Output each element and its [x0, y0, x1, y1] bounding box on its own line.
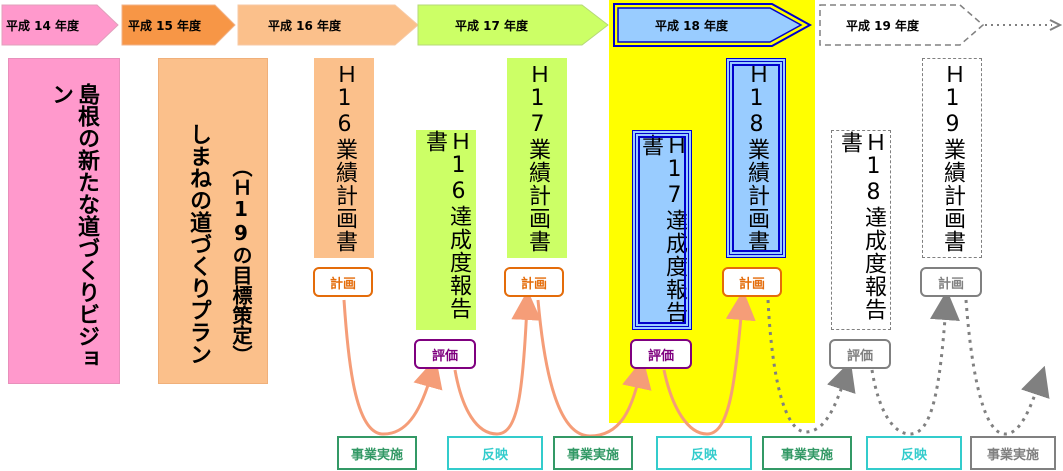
h17-plan-doc: Ｈ17業績計画書 [507, 58, 567, 258]
action-implement-2: 事業実施 [553, 436, 633, 470]
flow-arrow-4 [662, 290, 756, 436]
h17-report-text: Ｈ17達成度報告書 [638, 134, 687, 324]
year-arrow-h17 [417, 4, 609, 46]
eval-badge-h17: 評価 [630, 339, 692, 369]
plan-badge-h17: 計画 [504, 267, 564, 297]
vision-text: 島根の新たな道づくりビジョン [48, 83, 99, 369]
h19-plan-doc: Ｈ19業績計画書 [922, 58, 982, 258]
action-reflect-1: 反映 [447, 436, 543, 470]
action-reflect-3: 反映 [866, 436, 962, 470]
eval-badge-h18: 評価 [829, 339, 891, 369]
h16-plan-doc: Ｈ16業績計画書 [314, 58, 374, 258]
year-arrow-h14 [1, 4, 119, 46]
action-implement-4: 事業実施 [970, 436, 1056, 470]
h16-plan-text: Ｈ16業績計画書 [332, 63, 357, 253]
year-label-h17: 平成 17 年度 [455, 18, 529, 33]
action-implement-1: 事業実施 [337, 436, 417, 470]
year-label-h14: 平成 14 年度 [6, 18, 80, 33]
h17-report-doc: Ｈ17達成度報告書 [632, 130, 692, 330]
flow-arrow-1 [342, 299, 443, 436]
action-implement-3: 事業実施 [762, 436, 852, 470]
road-plan-box: （Ｈ19の目標策定） しまねの道づくりプラン [158, 58, 268, 384]
vision-box: 島根の新たな道づくりビジョン [8, 58, 120, 384]
year-label-h15: 平成 15 年度 [128, 18, 202, 33]
year-arrow-h19 [819, 4, 985, 46]
h17-plan-text: Ｈ17業績計画書 [525, 63, 550, 253]
action-reflect-2: 反映 [656, 436, 752, 470]
h16-report-text: Ｈ16達成度報告書 [422, 130, 471, 320]
year-arrow-h18-outer [613, 3, 813, 47]
h16-report-doc: Ｈ16達成度報告書 [416, 130, 476, 330]
flow-arrow-3 [536, 299, 652, 438]
year-arrow-h16 [237, 4, 419, 46]
eval-badge-h16: 評価 [414, 339, 476, 369]
h18-report-text: Ｈ18達成度報告書 [837, 131, 886, 321]
plan-badge-h18: 計画 [722, 267, 782, 297]
year-label-h19: 平成 19 年度 [846, 18, 920, 33]
h18-plan-doc: Ｈ18業績計画書 [726, 58, 786, 258]
future-arrow-2 [870, 290, 960, 436]
plan-badge-h19: 計画 [920, 267, 982, 297]
road-plan-subtitle: （Ｈ19の目標策定） [229, 157, 253, 365]
h18-plan-text: Ｈ18業績計画書 [744, 63, 769, 253]
future-arrow-3 [964, 299, 1050, 436]
road-plan-title: しまねの道づくりプラン [186, 123, 211, 365]
year-label-h18: 平成 18 年度 [655, 18, 729, 33]
h19-plan-text: Ｈ19業績計画書 [940, 63, 965, 253]
future-arrow-1 [766, 299, 856, 434]
year-label-h16: 平成 16 年度 [268, 18, 342, 33]
year-arrow-h18 [617, 7, 803, 43]
flow-arrow-2 [453, 290, 542, 436]
plan-badge-h16: 計画 [313, 267, 373, 297]
h18-report-doc: Ｈ18達成度報告書 [831, 130, 891, 330]
year-arrow-h15 [121, 4, 236, 46]
